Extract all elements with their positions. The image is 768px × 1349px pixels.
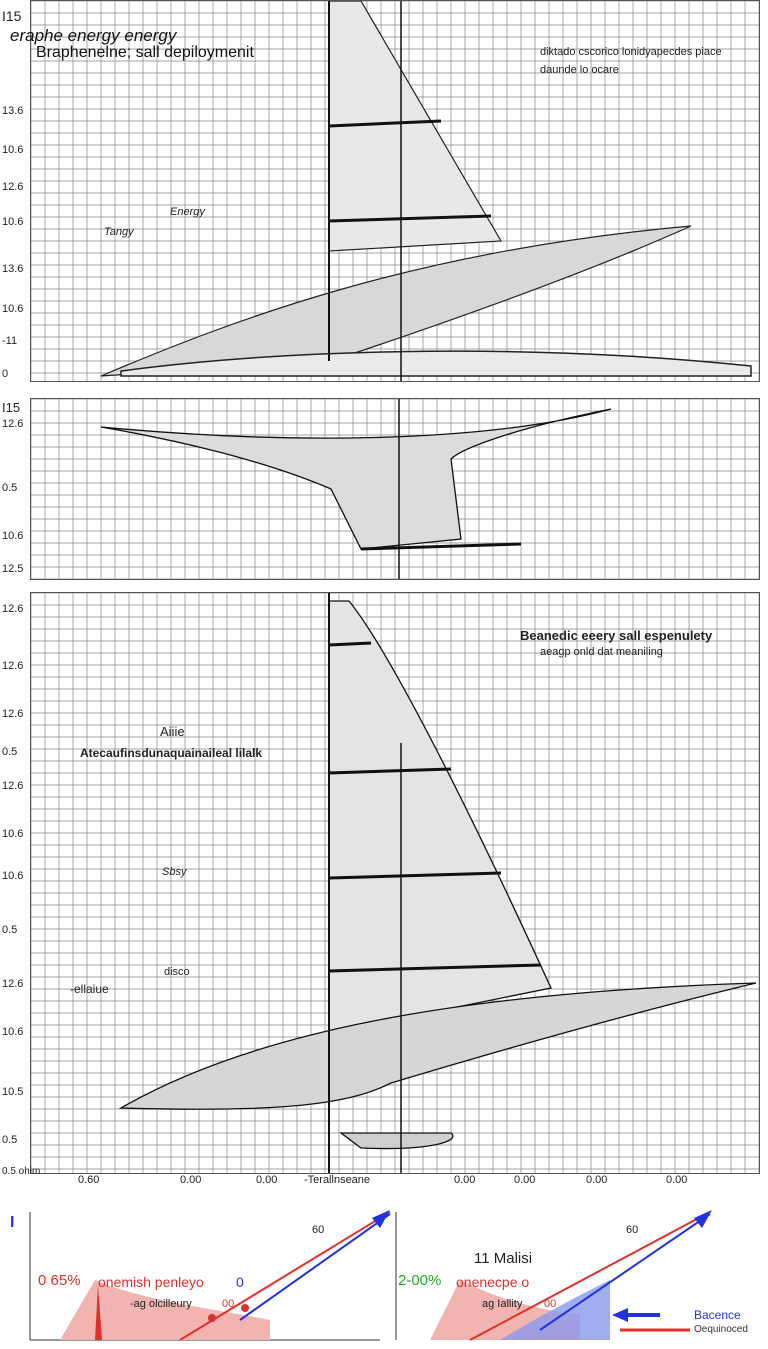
- label-disco: disco: [164, 966, 190, 978]
- note-right-sub: daunde lo ocare: [540, 64, 619, 76]
- panel2-top-label: I15: [2, 400, 21, 415]
- y-tick: 0.5: [2, 482, 18, 494]
- bottom-left-stat: 0 65%: [38, 1272, 81, 1289]
- grid: [31, 1, 759, 381]
- label-sbsy: Sbsy: [162, 866, 187, 878]
- bottom-left-y-label: I: [10, 1214, 15, 1231]
- label-left: -ellaiue: [70, 982, 109, 996]
- y-tick: 10.6: [2, 530, 24, 542]
- y-tick: 12.5: [2, 563, 24, 575]
- bottom-drawing: [29, 1210, 712, 1341]
- x-tick: 0.00: [666, 1174, 688, 1186]
- x-tick: 0.00: [454, 1174, 476, 1186]
- x-tick: -Terallnseane: [304, 1174, 371, 1186]
- panel-middle-drawing: [31, 399, 759, 579]
- x-tick: 0.00: [180, 1174, 202, 1186]
- bottom-right-top: 60: [626, 1224, 639, 1236]
- y-tick: 12.6: [2, 181, 24, 193]
- y-tick: 10.6: [2, 870, 24, 882]
- bottom-left-sub-val: 00: [222, 1298, 235, 1310]
- y-tick: 10.6: [2, 216, 24, 228]
- note-right: diktado cscorico lonidyapecdes piace: [540, 46, 722, 58]
- y-tick: 10.6: [2, 1026, 24, 1038]
- y-tick: 12.6: [2, 418, 24, 430]
- bottom-left-sub: -ag olcilleury: [130, 1298, 192, 1310]
- y-tick: 10.6: [2, 828, 24, 840]
- bottom-right-sub: ag Iallity: [482, 1298, 523, 1310]
- x-tick: 0.60: [78, 1174, 100, 1186]
- bottom-right-stat-text: onenecpe o: [456, 1274, 530, 1290]
- sail-large-drawing: [118, 593, 757, 1173]
- grid: [31, 399, 759, 579]
- label-tangy: Tangy: [104, 226, 134, 238]
- panel3-right-sub: aeagp onld dat meaniling: [540, 646, 663, 658]
- header-title: eraphe energy energy: [10, 26, 177, 45]
- legend-red: Oequinoced: [694, 1324, 748, 1335]
- y-tick: 10.6: [2, 303, 24, 315]
- y-tick: 0.5: [2, 746, 18, 758]
- panel-top: [30, 0, 760, 382]
- panel3-right-title: Beanedic eeery sall espenulety: [520, 628, 713, 643]
- label-aiiie: Aiiie: [160, 724, 185, 739]
- bottom-right-title: 11 Malisi: [474, 1250, 533, 1267]
- bottom-right-sub-val: 00: [544, 1298, 557, 1310]
- hull-drawing: [100, 399, 612, 579]
- y-tick: 12.6: [2, 780, 24, 792]
- y-tick: 12.6: [2, 603, 24, 615]
- y-tick: 10.5: [2, 1086, 24, 1098]
- sail-drawing: [100, 1, 752, 381]
- y-tick: 0.5: [2, 1134, 18, 1146]
- y-tick: 13.6: [2, 263, 24, 275]
- legend-blue: Bacence: [694, 1308, 741, 1322]
- y-tick: 12.6: [2, 978, 24, 990]
- panel-large: [30, 592, 760, 1174]
- y-tick: 10.6: [2, 144, 24, 156]
- top-left-label: I15: [2, 8, 22, 24]
- x-tick: 0.00: [514, 1174, 536, 1186]
- y-tick: 12.6: [2, 660, 24, 672]
- bottom-right-stat: 2-00%: [398, 1272, 442, 1289]
- bottom-left-marker: 0: [236, 1274, 244, 1290]
- label-long: Atecaufinsdunaquainaileal lilalk: [80, 746, 263, 760]
- header-subtitle: Braphenelne; sall depiloymenit: [36, 44, 254, 61]
- y-tick: 13.6: [2, 105, 24, 117]
- y-tick: 12.6: [2, 708, 24, 720]
- y-tick: -11: [2, 335, 18, 347]
- bottom-left-top: 60: [312, 1224, 325, 1236]
- x-tick: 0.00: [586, 1174, 608, 1186]
- y-tick: 0.5: [2, 924, 18, 936]
- y-tick: 0: [2, 368, 9, 380]
- label-energy: Energy: [170, 206, 205, 218]
- panel-large-drawing: [31, 593, 759, 1173]
- bottom-left-stat-text: onemish penleyo: [98, 1274, 204, 1290]
- x-axis-corner: 0.5 ohim: [2, 1166, 41, 1177]
- panel-middle: [30, 398, 760, 580]
- bottom-strip: I 60 0 65% onemish penleyo 0 -ag olcille…: [0, 1200, 768, 1344]
- panel-top-drawing: [31, 1, 759, 381]
- x-tick: 0.00: [256, 1174, 278, 1186]
